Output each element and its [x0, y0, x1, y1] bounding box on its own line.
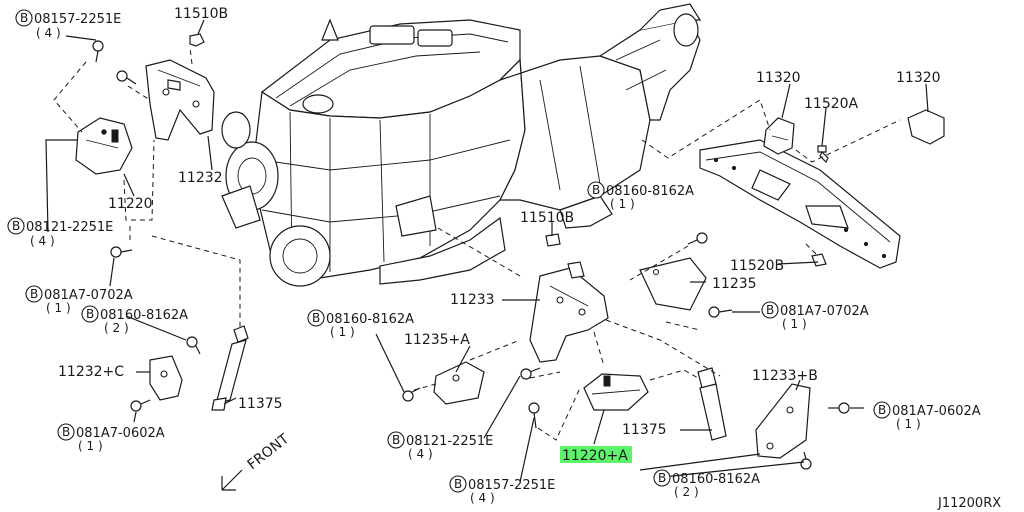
front-arrowhead-icon — [221, 476, 236, 491]
bolt-callout-b12: B 081A7-0602A ( 1 ) — [873, 401, 981, 431]
front-direction-indicator: FRONT — [221, 431, 293, 491]
bolt-marker-icon — [15, 9, 33, 27]
center-mount-parts-illustration — [402, 232, 850, 470]
label-11235a: 11235+A — [404, 332, 470, 348]
bolt-marker-icon — [387, 431, 405, 449]
bolt-callout-b4: B 08160-8162A ( 2 ) — [81, 305, 188, 335]
bolt-marker-icon — [57, 423, 75, 441]
bolt-callout-b8: B 081A7-0702A ( 1 ) — [761, 301, 869, 331]
bolt-callout-b5: B 081A7-0602A ( 1 ) — [57, 423, 165, 453]
bolt-marker-icon — [307, 309, 325, 327]
svg-text:B: B — [20, 11, 28, 25]
front-label: FRONT — [245, 431, 293, 473]
svg-text:B: B — [592, 183, 600, 197]
label-11233: 11233 — [450, 292, 495, 308]
bolt-qty: ( 2 ) — [674, 485, 699, 499]
bolt-callout-b11: B 08160-8162A ( 2 ) — [653, 469, 760, 499]
bolt-marker-icon — [81, 305, 99, 323]
bolt-qty: ( 1 ) — [896, 417, 921, 431]
bolt-code: 08121-2251E — [26, 220, 113, 235]
svg-text:B: B — [658, 471, 666, 485]
bolt-callout-b7: B 08160-8162A ( 1 ) — [307, 309, 414, 339]
bolt-callout-b6: B 08160-8162A ( 1 ) — [587, 181, 694, 211]
bolt-callout-b9: B 08121-2251E ( 4 ) — [387, 431, 493, 461]
bolt-qty: ( 1 ) — [78, 439, 103, 453]
bolt-qty: ( 4 ) — [470, 491, 495, 505]
bolt-callout-b1: B 08157-2251E ( 4 ) — [15, 9, 121, 40]
bolt-code: 081A7-0602A — [76, 426, 165, 441]
bolt-qty: ( 1 ) — [46, 301, 71, 315]
bolt-callout-b3: B 081A7-0702A ( 1 ) — [25, 285, 133, 315]
label-11220: 11220 — [108, 196, 153, 212]
bolt-code: 081A7-0602A — [892, 404, 981, 419]
bolt-qty: ( 1 ) — [782, 317, 807, 331]
bolt-code: 081A7-0702A — [44, 288, 133, 303]
label-11510b-top: 11510B — [174, 6, 228, 22]
label-11232c: 11232+C — [58, 364, 124, 380]
label-11520a: 11520A — [804, 96, 859, 112]
label-11220a: 11220+A — [562, 448, 628, 464]
left-mount-parts-illustration — [75, 33, 249, 412]
bolt-marker-icon — [653, 469, 671, 487]
svg-text:B: B — [392, 433, 400, 447]
label-11375-left: 11375 — [238, 396, 283, 412]
bolt-code: 08160-8162A — [326, 312, 414, 327]
bolt-code: 081A7-0702A — [780, 304, 869, 319]
label-11375-right: 11375 — [622, 422, 667, 438]
bolt-code: 08160-8162A — [672, 472, 760, 487]
bolt-marker-icon — [25, 285, 43, 303]
engine-assembly-illustration — [221, 3, 702, 287]
label-11320-left: 11320 — [756, 70, 801, 86]
bolt-callout-b2: B 08121-2251E ( 4 ) — [7, 217, 113, 248]
svg-text:B: B — [12, 219, 20, 233]
bolt-marker-icon — [7, 217, 25, 235]
svg-text:B: B — [454, 477, 462, 491]
label-11232: 11232 — [178, 170, 223, 186]
label-11233b: 11233+B — [752, 368, 818, 384]
bolt-code: 08157-2251E — [34, 12, 121, 27]
bolt-qty: ( 1 ) — [610, 197, 635, 211]
svg-text:B: B — [30, 287, 38, 301]
label-11235: 11235 — [712, 276, 757, 292]
label-11510b-mid: 11510B — [520, 210, 574, 226]
leader-lines — [45, 19, 929, 483]
label-11520b: 11520B — [730, 258, 784, 274]
svg-text:B: B — [766, 303, 774, 317]
bolt-code: 08121-2251E — [406, 434, 493, 449]
bolt-marker-icon — [761, 301, 779, 319]
bolt-callout-b10: B 08157-2251E ( 4 ) — [449, 475, 555, 505]
bolt-code: 08160-8162A — [100, 308, 188, 323]
diagram-code: J11200RX — [937, 496, 1001, 511]
front-arrow-icon — [221, 469, 243, 491]
bolt-qty: ( 4 ) — [408, 447, 433, 461]
rear-crossmember-illustration — [699, 109, 945, 269]
bolt-qty: ( 2 ) — [104, 321, 129, 335]
part-labels: 11510B 11232 11220 11320 11320 11520A 11… — [58, 6, 941, 464]
label-11220a-highlight — [560, 446, 632, 463]
bolt-qty: ( 4 ) — [30, 234, 55, 248]
bolt-qty: ( 1 ) — [330, 325, 355, 339]
svg-text:B: B — [312, 311, 320, 325]
bolt-code: 08157-2251E — [468, 478, 555, 493]
bolt-callouts: B 08157-2251E ( 4 ) B 08121-2251E ( 4 ) … — [7, 9, 981, 505]
svg-text:B: B — [86, 307, 94, 321]
bolt-marker-icon — [449, 475, 467, 493]
svg-text:B: B — [62, 425, 70, 439]
bolt-marker-icon — [873, 401, 891, 419]
bolt-marker-icon — [587, 181, 605, 199]
bolt-code: 08160-8162A — [606, 184, 694, 199]
label-11320-right: 11320 — [896, 70, 941, 86]
svg-text:B: B — [878, 403, 886, 417]
bolt-qty: ( 4 ) — [36, 26, 61, 40]
